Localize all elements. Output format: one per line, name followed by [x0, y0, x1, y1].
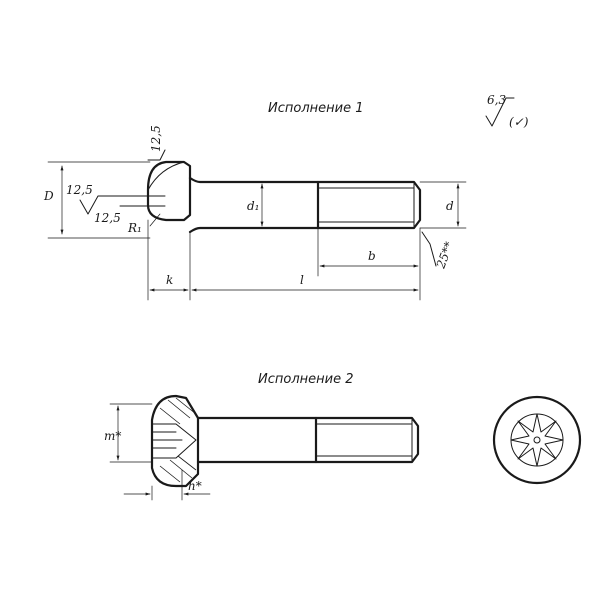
- dim-h: h*: [188, 479, 202, 493]
- dim-m: m*: [104, 429, 121, 443]
- v2-thread-minor: [315, 417, 413, 463]
- roughness-head-top: 12,5: [149, 125, 163, 152]
- dim-b: b: [368, 249, 376, 263]
- v2-cross-recess: [151, 423, 197, 459]
- end-view-outer-circle: [492, 395, 582, 485]
- dim-d1: d₁: [247, 199, 260, 213]
- v1-recess-lines: [119, 195, 166, 207]
- v2-shank: [196, 416, 318, 464]
- variant-1-view: D d₁ d R₁ 12,5 12,5 12,5 25** b k l: [43, 125, 467, 301]
- dim-d: d: [446, 199, 454, 213]
- general-roughness-mark: 6,3 (✓): [485, 93, 529, 129]
- v1-head-outline: [146, 160, 192, 222]
- end-view-recess-star: [510, 413, 564, 467]
- roughness-head-side-b: 12,5: [94, 211, 121, 225]
- roughness-thread-end: 25**: [433, 240, 456, 271]
- roughness-head-side-a: 12,5: [66, 183, 93, 197]
- v2-head-outline: [150, 394, 200, 488]
- v1-shank: [188, 176, 320, 234]
- dim-R1: R₁: [127, 221, 142, 235]
- v2-thread: [314, 416, 420, 464]
- caption-variant-2: Исполнение 2: [258, 372, 353, 387]
- v2-head-hatch: [159, 397, 197, 483]
- caption-variant-1: Исполнение 1: [268, 101, 363, 116]
- end-view-cross-recess: [492, 395, 582, 485]
- v1-head-arc: [147, 161, 185, 191]
- v1-thread: [316, 180, 422, 230]
- roughness-general-value: 6,3: [487, 93, 506, 107]
- dim-D: D: [43, 189, 54, 203]
- variant-2-view: m* h*: [104, 394, 420, 501]
- v1-thread-minor: [317, 181, 415, 229]
- dim-l: l: [300, 273, 304, 287]
- roughness-general-bracket: (✓): [509, 115, 529, 129]
- dim-k: k: [166, 273, 173, 287]
